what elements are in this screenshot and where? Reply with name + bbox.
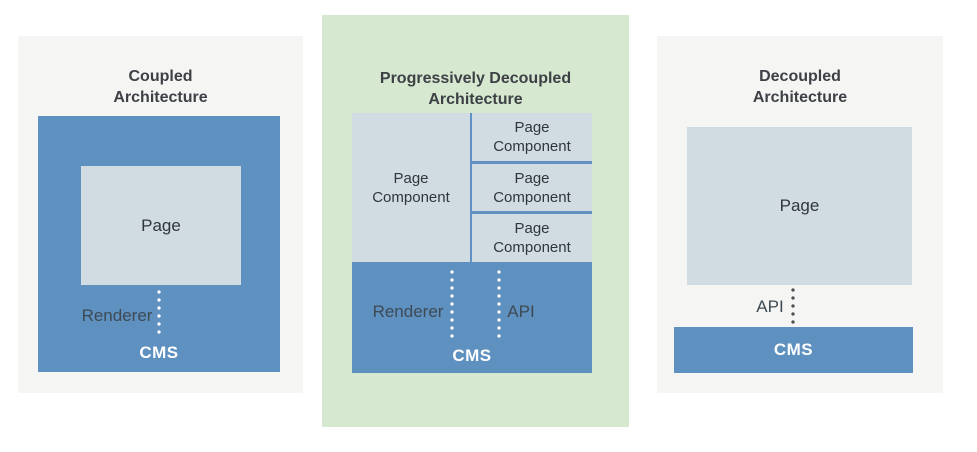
page-component-label: Page (514, 118, 550, 136)
vertical-divider (470, 113, 472, 262)
title-line: Architecture (428, 91, 523, 109)
cms-label: CMS (773, 340, 814, 359)
api-label: API (507, 302, 535, 321)
page-component-label: Component (372, 188, 450, 206)
cms-container-box: Page Renderer CMS (38, 116, 280, 372)
panel-decoupled-architecture: Decoupled Architecture Page API CMS (657, 36, 943, 393)
page-component-label: Page (514, 169, 550, 187)
title-line: Architecture (752, 89, 848, 107)
title-line: Decoupled (759, 68, 841, 86)
page-box: Page (81, 166, 241, 285)
renderer-label: Renderer (81, 306, 153, 325)
title-line: Architecture (113, 89, 208, 107)
dotted-connector (157, 288, 161, 338)
title-line: Coupled (128, 68, 193, 86)
panel-title-progressively-decoupled: Progressively Decoupled Architecture (322, 68, 629, 110)
api-label: API (756, 297, 784, 316)
page-label: Page (779, 196, 820, 215)
dotted-connector (497, 268, 501, 340)
cms-bar: CMS (674, 327, 913, 373)
horizontal-divider (472, 160, 592, 164)
page-component-box: Page Component (472, 164, 592, 212)
page-component-label: Component (493, 137, 571, 155)
page-component-box: Page Component (472, 214, 592, 262)
dotted-connector (450, 268, 454, 340)
page-component-box: Page Component (472, 113, 592, 161)
title-line: Progressively Decoupled (379, 70, 572, 88)
panel-coupled-architecture: Coupled Architecture Page Renderer CMS (18, 36, 303, 393)
dotted-connector (791, 286, 795, 324)
page-components-grid: Page Component Page Component Page Compo… (352, 113, 592, 262)
renderer-label: Renderer (372, 302, 444, 321)
panel-title-decoupled: Decoupled Architecture (657, 66, 943, 108)
page-component-box-large: Page Component (352, 113, 470, 262)
page-box: Page (687, 127, 912, 285)
cms-label: CMS (139, 343, 179, 362)
horizontal-divider (472, 211, 592, 215)
cms-container-box: Renderer API CMS (352, 262, 592, 373)
page-component-label: Page (514, 220, 550, 238)
panel-title-coupled: Coupled Architecture (18, 66, 303, 108)
page-label: Page (141, 215, 181, 235)
cms-label: CMS (452, 346, 492, 365)
panel-progressively-decoupled-architecture: Progressively Decoupled Architecture Pag… (322, 15, 629, 427)
page-components-column: Page Component Page Component Page Compo… (472, 113, 592, 262)
page-component-label: Component (493, 239, 571, 257)
page-component-label: Page (393, 169, 429, 187)
page-component-label: Component (493, 188, 571, 206)
